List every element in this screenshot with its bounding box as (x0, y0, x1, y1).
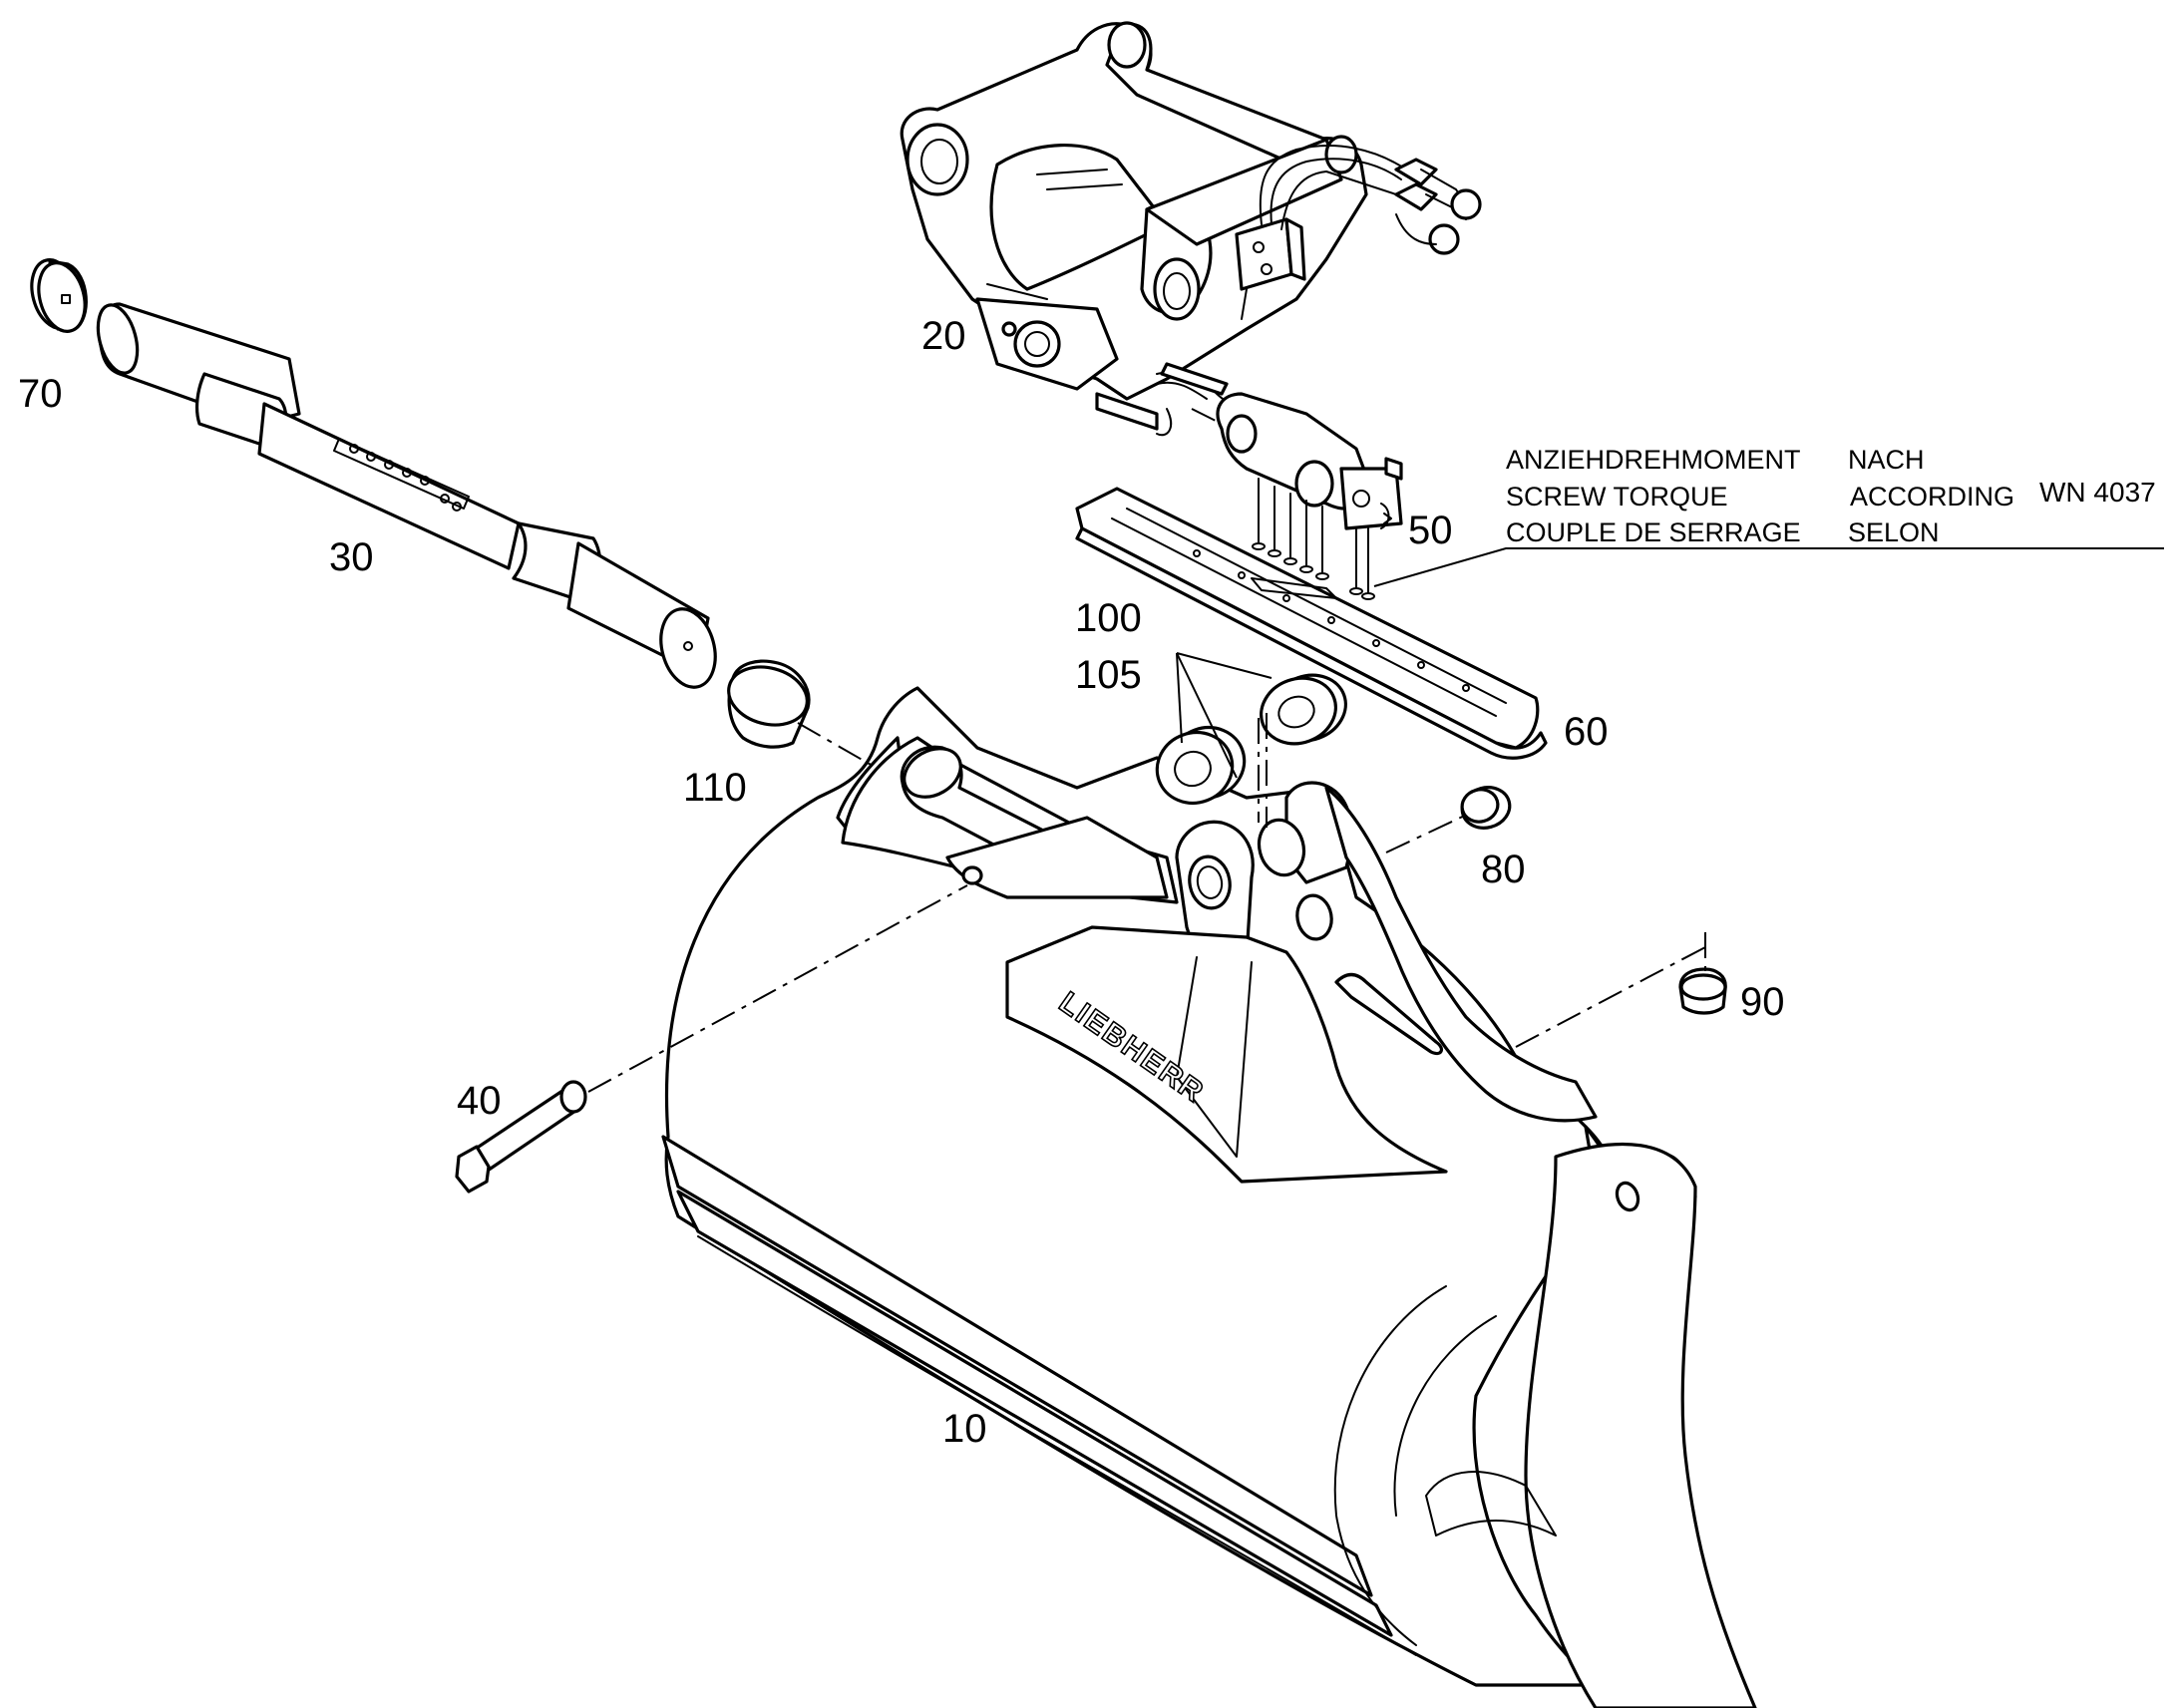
bushing-part-110 (727, 659, 811, 749)
callout-90: 90 (1740, 980, 1785, 1024)
center-lines (587, 408, 1706, 1093)
link-part-50 (1216, 392, 1403, 600)
end-cap-part-70 (30, 258, 88, 333)
torque-prep-fr: SELON (1848, 517, 1940, 547)
leader-lines (1176, 547, 2164, 779)
callout-110: 110 (683, 766, 747, 810)
callout-30: 30 (329, 535, 374, 579)
torque-label-de: ANZIEHDREHMOMENT (1506, 445, 1801, 475)
torque-standard: WN 4037 (2039, 477, 2156, 508)
quick-coupler-part-20 (900, 21, 1482, 437)
callout-100: 100 (1075, 596, 1142, 640)
plug-part-90 (1678, 967, 1727, 1015)
torque-label-en: SCREW TORQUE (1506, 482, 1728, 512)
pin-part-30 (96, 302, 717, 689)
torque-prep-de: NACH (1848, 445, 1925, 475)
bucket-part-10: LIEBHERR (661, 686, 1757, 1708)
callout-10: 10 (942, 1407, 987, 1451)
torque-note: ANZIEHDREHMOMENT SCREW TORQUE COUPLE DE … (1506, 445, 2156, 547)
torque-label-fr: COUPLE DE SERRAGE (1506, 517, 1801, 547)
pin-part-40 (455, 1080, 587, 1194)
callout-60: 60 (1564, 710, 1609, 754)
cap-part-80 (1460, 786, 1512, 830)
torque-prep-en: ACCORDING (1850, 482, 2014, 512)
washer-part-100 (1260, 673, 1347, 746)
callout-105: 105 (1075, 653, 1142, 697)
callout-50: 50 (1408, 509, 1453, 552)
callout-20: 20 (921, 314, 966, 358)
callout-40: 40 (457, 1079, 502, 1123)
callout-80: 80 (1481, 848, 1526, 891)
washer-part-105 (1155, 726, 1247, 805)
callout-70: 70 (18, 372, 63, 416)
plate-part-60 (1075, 487, 1548, 760)
